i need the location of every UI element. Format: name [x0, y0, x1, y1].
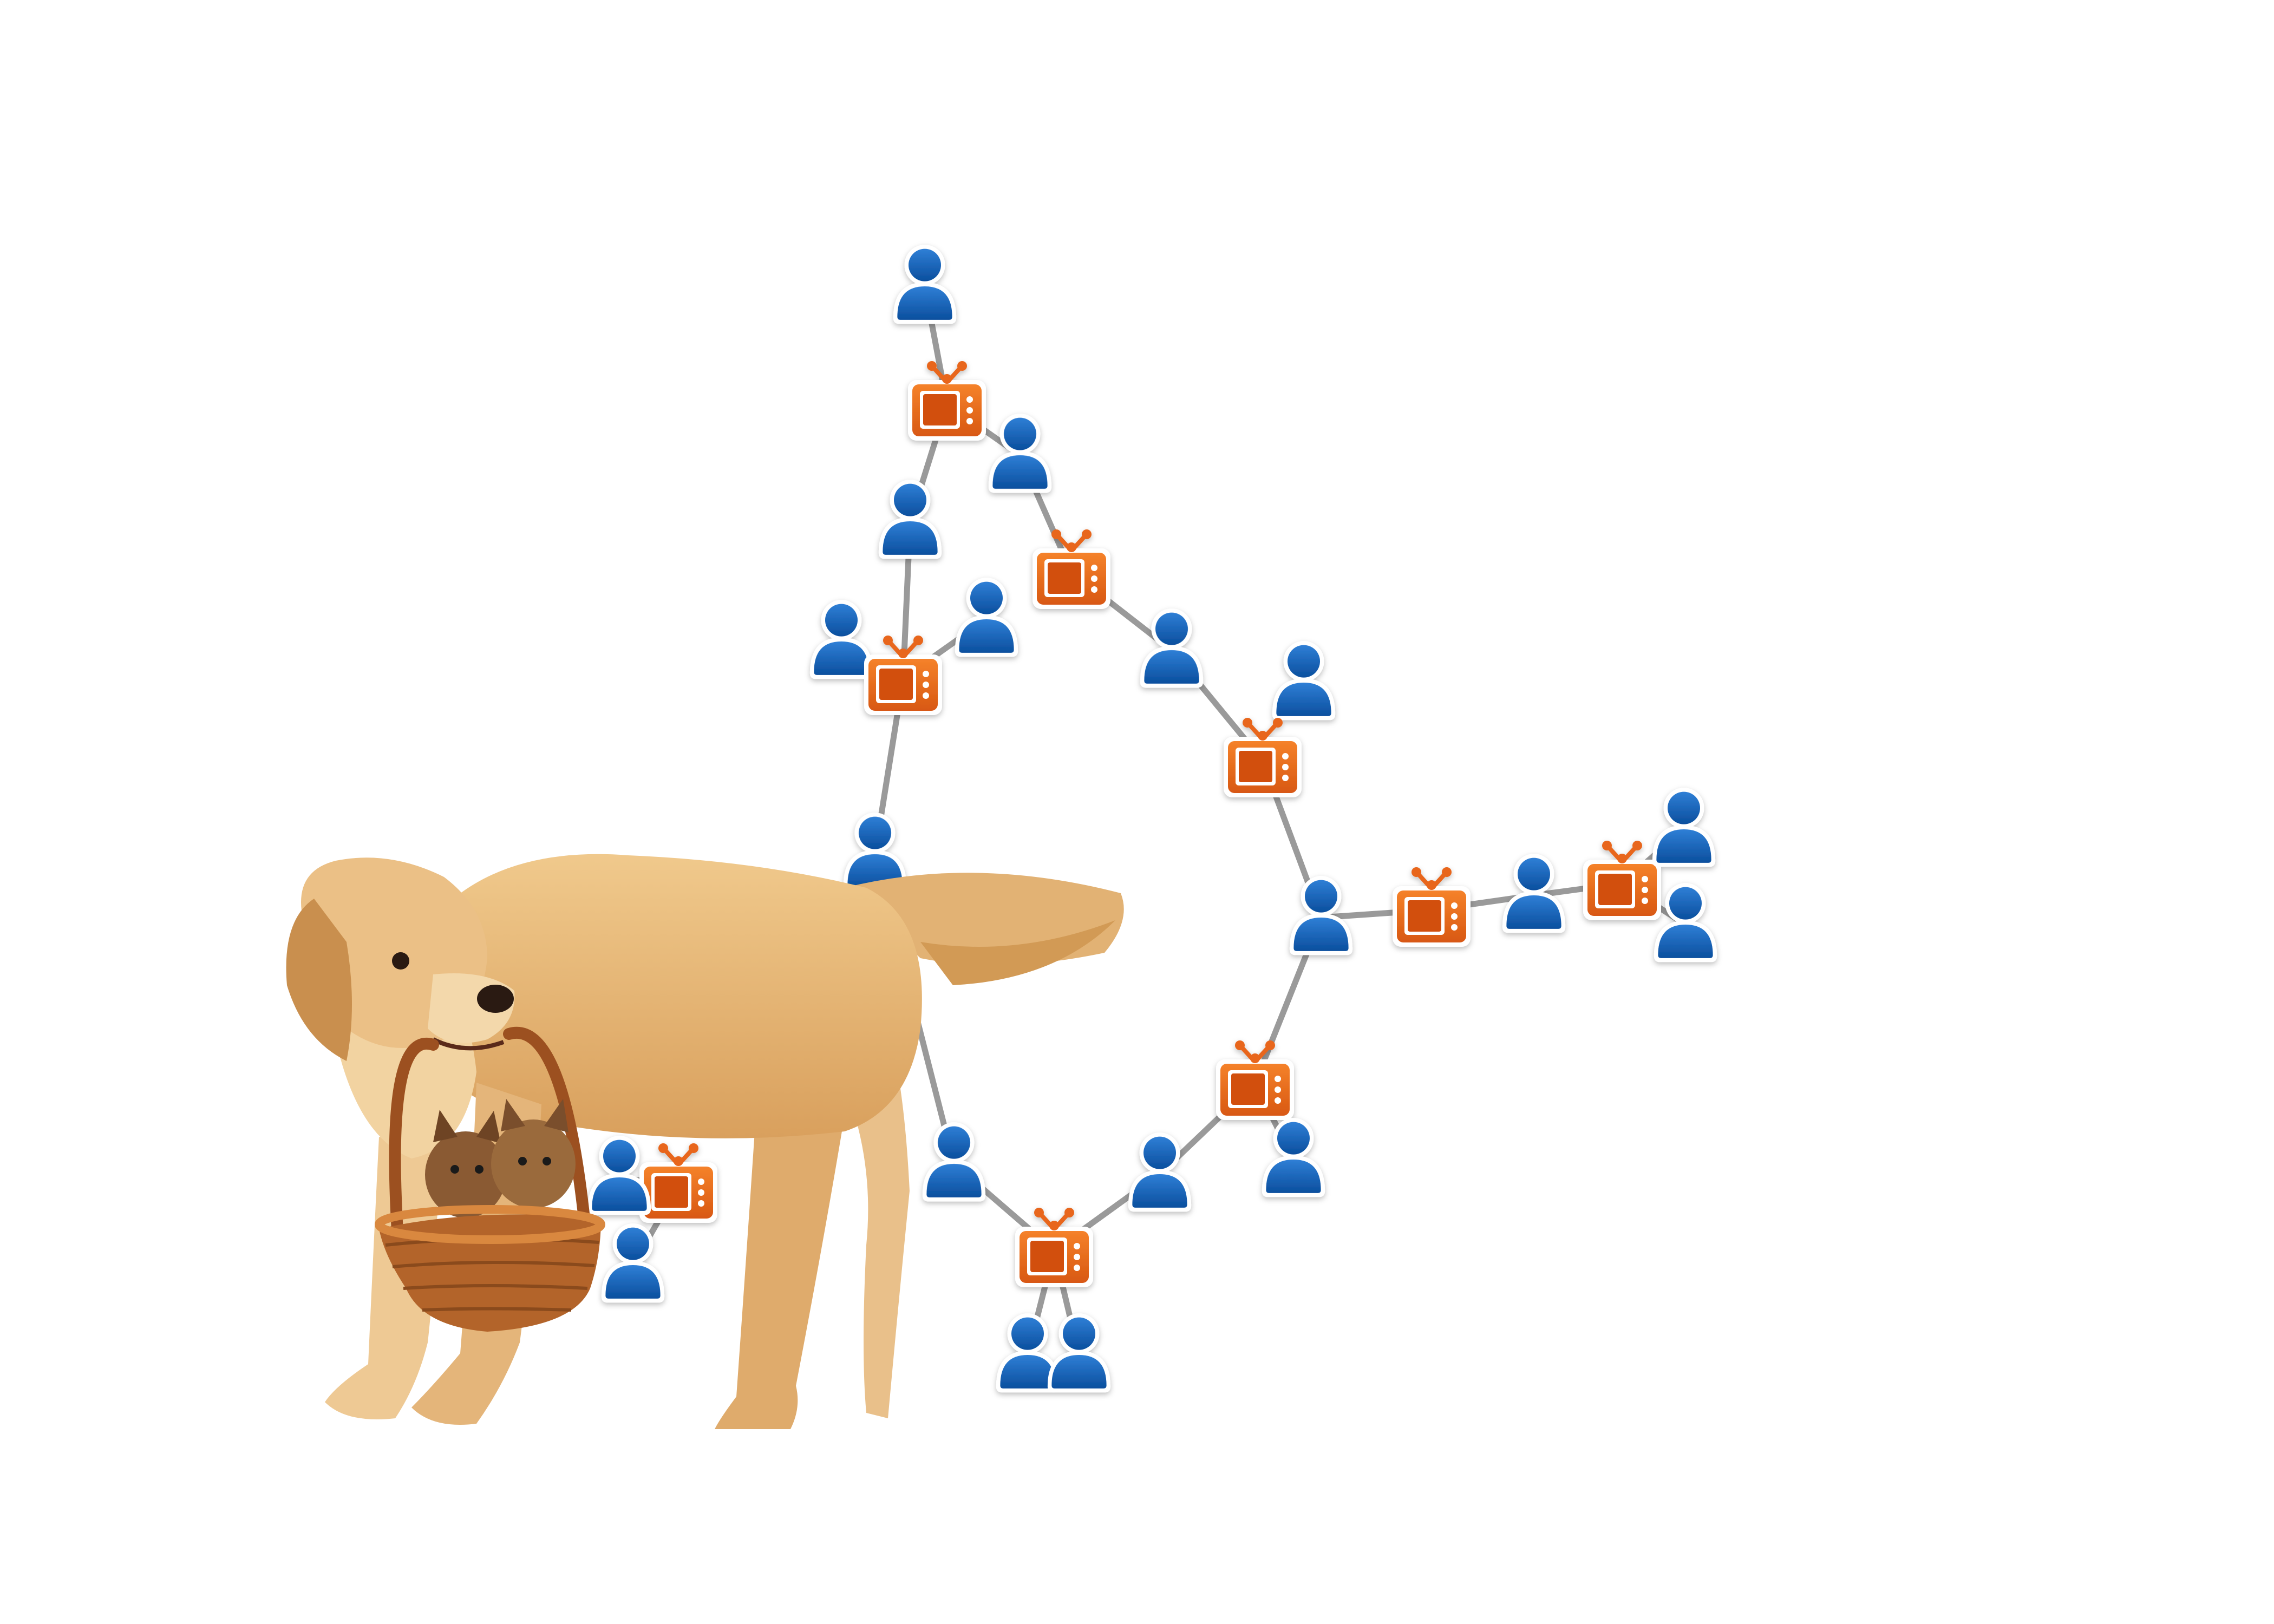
dog-nose	[477, 985, 514, 1013]
dog-eye	[392, 952, 409, 970]
dog-tail-fringe	[920, 920, 1115, 985]
kittens	[425, 1099, 576, 1218]
dog-back-leg-left	[715, 1083, 845, 1429]
dog-mouth	[432, 1037, 505, 1051]
dog-back-leg-right	[823, 1029, 910, 1418]
basket	[379, 1214, 601, 1332]
basket-handle	[389, 1026, 591, 1246]
basket-rim	[375, 1205, 605, 1244]
dog-front-leg-left	[325, 1137, 439, 1419]
dog-ear	[286, 899, 352, 1061]
dog-photo	[286, 854, 1124, 1429]
